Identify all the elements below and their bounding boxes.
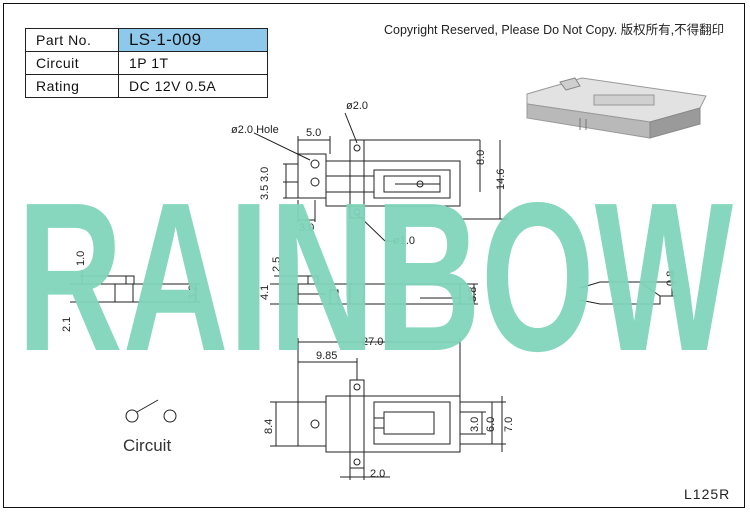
- dim-side-0-8: 0.8: [665, 271, 677, 286]
- watermark-text: RAINBOW: [17, 172, 733, 372]
- dim-side-1: 1.0: [75, 251, 87, 266]
- dim-length-9-85: 9.85: [316, 350, 337, 362]
- dim-bottom-2: 2.0: [370, 468, 385, 480]
- dim-side-4-1: 4.1: [259, 285, 271, 300]
- front-view: [270, 275, 478, 305]
- drawing-frame: [3, 3, 745, 508]
- dim-height-8: 8.0: [475, 150, 487, 165]
- rating-label: Rating: [25, 74, 119, 98]
- dim-side-2-5: 2.5: [271, 257, 283, 272]
- dim-height-3-0: 3.0: [259, 167, 271, 182]
- dim-bottom-7: 7.0: [503, 417, 515, 432]
- top-view: [253, 112, 508, 242]
- dim-bottom-8-4: 8.4: [263, 419, 275, 434]
- dim-hole-label: ø2.0 Hole: [231, 124, 279, 136]
- spec-row-part-no: Part No. LS-1-009: [25, 28, 268, 52]
- bottom-view: [270, 338, 506, 480]
- copyright-notice: Copyright Reserved, Please Do Not Copy. …: [384, 23, 725, 37]
- circuit-symbol: [125, 399, 177, 423]
- circuit-symbol-label: Circuit: [123, 436, 172, 455]
- rating-value: DC 12V 0.5A: [118, 74, 268, 98]
- dim-height-3-5: 3.5: [259, 185, 271, 200]
- dimension-labels: ø2.0 ø2.0 Hole 5.0 3.0 ø1.0 27.0 9.85 2.…: [61, 100, 677, 480]
- dim-bottom-6: 6.0: [485, 417, 497, 432]
- spec-row-rating: Rating DC 12V 0.5A: [25, 74, 268, 98]
- dim-bottom-3: 3.0: [469, 417, 481, 432]
- dim-side-2-1: 2.1: [61, 317, 73, 332]
- left-side-view: [70, 270, 200, 303]
- right-end-view: [579, 270, 676, 305]
- dim-length-27: 27.0: [362, 336, 383, 348]
- spec-table: Part No. LS-1-009 Circuit 1P 1T Rating D…: [25, 28, 268, 98]
- dim-width-5: 5.0: [306, 127, 321, 139]
- dim-pin-dia: ø1.0: [393, 235, 415, 247]
- dim-width-3: 3.0: [299, 222, 314, 234]
- dim-hole-dia: ø2.0: [346, 100, 368, 112]
- dim-side-3-8: 3.8: [467, 287, 479, 302]
- circuit-label: Circuit: [25, 51, 119, 75]
- part-no-value: LS-1-009: [118, 28, 268, 52]
- dim-side-3-2: 3.2: [187, 285, 199, 300]
- rainbow-watermark: RAINBOW: [17, 172, 733, 372]
- model-code: L125R: [684, 486, 731, 502]
- product-render: [526, 77, 707, 139]
- dim-height-14-6: 14.6: [495, 169, 507, 190]
